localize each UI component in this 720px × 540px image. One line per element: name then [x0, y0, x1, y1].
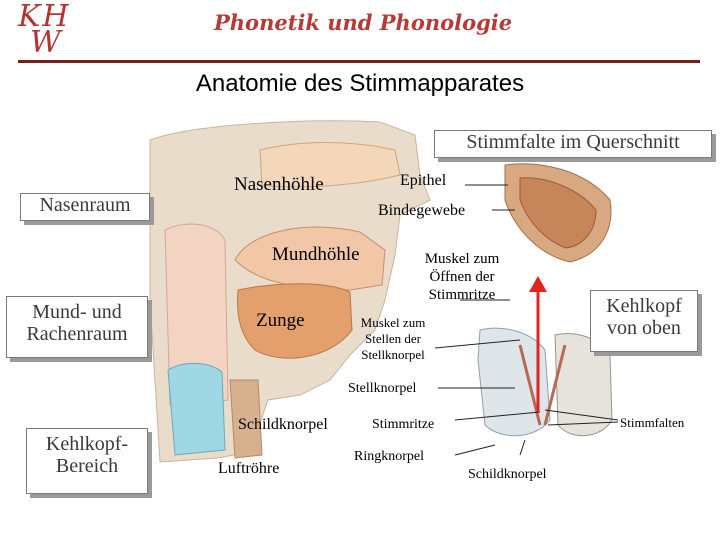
mund-rachenraum-line-2: Rachenraum [26, 323, 128, 345]
kehlkopf-bereich-box: Kehlkopf- Bereich [26, 428, 148, 494]
label-mundhoehle: Mundhöhle [272, 244, 360, 265]
label-bindegewebe: Bindegewebe [378, 202, 466, 219]
logo-line-2: W [30, 25, 63, 60]
stimmfalte-querschnitt-box: Stimmfalte im Querschnitt [434, 130, 712, 158]
nasenraum-label: Nasenraum [39, 194, 131, 216]
label-zunge: Zunge [256, 310, 305, 331]
muskel-oeffnen-line-1: Muskel zum [424, 251, 500, 267]
logo-line-1: KH [18, 0, 71, 34]
slide-title: Anatomie des Stimmapparates [195, 70, 525, 97]
head-section-illustration [149, 120, 431, 463]
mund-rachenraum-line-1: Mund- und [32, 301, 122, 323]
larynx-top-view-illustration [477, 327, 613, 437]
label-ringknorpel: Ringknorpel [354, 449, 424, 464]
muskel-oeffnen-line-3: Stimmritze [428, 287, 496, 303]
label-muskel-stellen: Muskel zum Stellen der Stellknorpel [345, 315, 441, 363]
muskel-stellen-line-2: Stellen der [365, 331, 421, 346]
header-title: Phonetik und Phonologie [214, 10, 513, 35]
label-nasenhoehle: Nasenhöhle [234, 174, 324, 195]
muskel-stellen-line-1: Muskel zum [360, 315, 426, 330]
kehlkopf-von-oben-box: Kehlkopf von oben [590, 290, 698, 352]
vocal-fold-cross-section-illustration [504, 163, 612, 263]
label-stimmfalten: Stimmfalten [620, 415, 685, 430]
label-schildknorpel-1: Schildknorpel [238, 416, 328, 433]
leader-lines [434, 184, 619, 456]
kehlkopf-bereich-line-1: Kehlkopf- [45, 433, 129, 455]
kehlkopf-bereich-line-2: Bereich [55, 455, 119, 477]
kehlkopf-von-oben-line-1: Kehlkopf [606, 295, 682, 317]
header-divider [18, 60, 700, 63]
label-schildknorpel-2: Schildknorpel [468, 467, 547, 482]
kehlkopf-von-oben-line-2: von oben [607, 317, 681, 339]
label-muskel-oeffnen: Muskel zum Öffnen der Stimmritze [408, 250, 516, 304]
mund-rachenraum-box: Mund- und Rachenraum [6, 296, 148, 358]
nasenraum-box: Nasenraum [20, 193, 150, 221]
muskel-stellen-line-3: Stellknorpel [361, 347, 425, 362]
label-epithel: Epithel [400, 172, 447, 189]
stimmfalte-querschnitt-label: Stimmfalte im Querschnitt [466, 131, 680, 153]
khw-logo: KH W [18, 2, 98, 62]
label-stellknorpel: Stellknorpel [348, 381, 417, 396]
label-luftroehre: Luftröhre [218, 460, 280, 477]
muskel-oeffnen-line-2: Öffnen der [429, 269, 495, 285]
label-stimmritze: Stimmritze [372, 417, 435, 432]
red-arrow [529, 276, 547, 412]
